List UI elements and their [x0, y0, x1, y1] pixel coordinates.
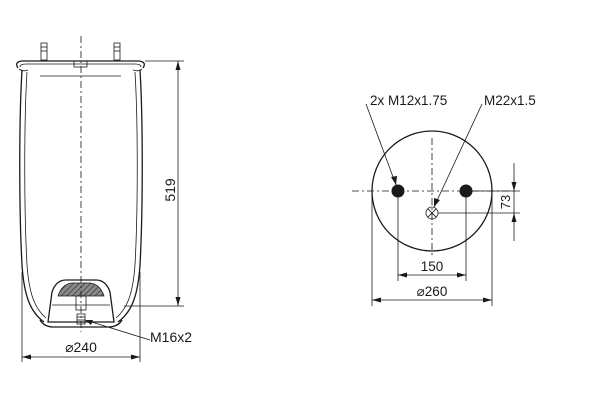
thread-leader — [84, 319, 151, 341]
bottom-diameter-label: ⌀240 — [65, 339, 97, 355]
top-view: 2x M12x1.75 M22x1.5 73 150 — [352, 93, 536, 306]
height-dimension — [124, 60, 184, 307]
fitting-label: M22x1.5 — [484, 93, 536, 108]
top-stud-right — [113, 42, 121, 61]
height-label: 519 — [162, 178, 178, 202]
hole-spacing-dimension — [397, 197, 467, 281]
fitting-leader — [433, 103, 483, 208]
side-view: 519 ⌀240 M16x2 — [16, 36, 192, 362]
stud-label: 2x M12x1.75 — [370, 93, 447, 108]
plate-diameter-label: ⌀260 — [417, 284, 448, 299]
top-bead-plate — [16, 60, 145, 72]
offset-label: 73 — [498, 195, 513, 209]
top-stud-left — [40, 42, 48, 61]
thread-label: M16x2 — [150, 329, 192, 345]
stud-hole-right — [459, 184, 473, 198]
offset-dimension — [438, 163, 520, 241]
stud-hole-left — [391, 184, 405, 198]
piston — [39, 279, 123, 328]
hole-spacing-label: 150 — [421, 259, 444, 274]
stud-leader — [365, 103, 397, 186]
bellow-body — [19, 69, 143, 323]
bottom-diameter-dimension — [21, 272, 141, 362]
plate-diameter-dimension — [371, 191, 493, 306]
